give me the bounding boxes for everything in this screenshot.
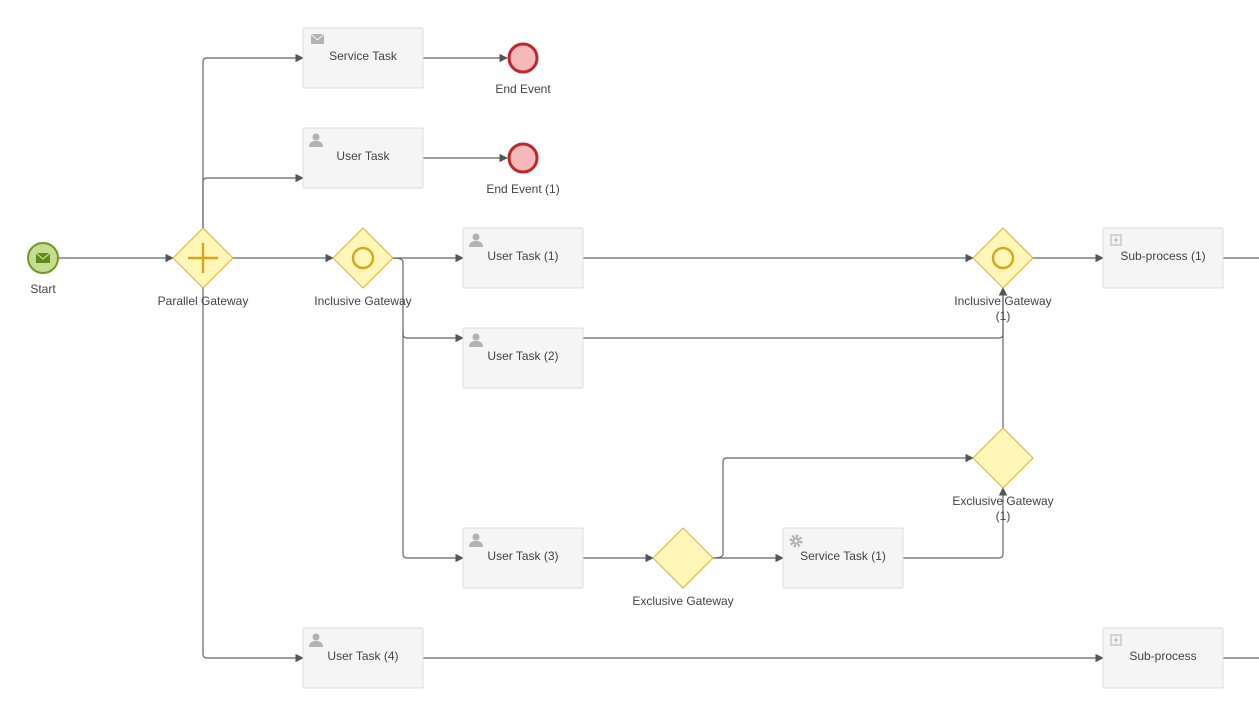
end-event-1-label: End Event (1): [486, 182, 559, 196]
inclusive-gateway-1-label: Inclusive Gateway: [954, 294, 1051, 308]
user-icon: [469, 533, 483, 547]
inclusive-gateway-1-label-suffix: (1): [996, 309, 1011, 323]
exclusive-gateway-1-label-suffix: (1): [996, 509, 1011, 523]
service-task[interactable]: Service Task: [302, 27, 424, 89]
user-task-4[interactable]: User Task (4): [302, 627, 424, 689]
plus-icon: [188, 243, 218, 273]
flow-exclusive-to-exclusive-1[interactable]: [712, 453, 974, 559]
service-task-1[interactable]: Service Task (1): [782, 527, 904, 589]
user-task-2[interactable]: User Task (2): [462, 327, 584, 389]
user-task-label: User Task: [336, 149, 390, 163]
sequence-flows: [58, 53, 1259, 663]
envelope-icon: [35, 252, 51, 263]
circle-icon: [351, 246, 375, 270]
sub-process[interactable]: Sub-process: [1102, 627, 1224, 689]
plus-box-icon: [1110, 634, 1122, 646]
user-icon: [309, 633, 323, 647]
user-task[interactable]: User Task: [302, 127, 424, 189]
flow-parallel-to-service-task[interactable]: [202, 53, 304, 228]
exclusive-gateway-1[interactable]: Exclusive Gateway (1): [952, 427, 1054, 523]
user-task-2-label: User Task (2): [487, 349, 558, 363]
flow-parallel-to-user-task[interactable]: [202, 173, 304, 228]
envelope-icon: [310, 33, 325, 44]
user-icon: [469, 333, 483, 347]
gear-icon: [789, 534, 803, 548]
end-event-label: End Event: [495, 82, 551, 96]
exclusive-gateway-label: Exclusive Gateway: [632, 594, 733, 608]
flow-service-task-1-to-exclusive-1[interactable]: [903, 487, 1008, 559]
circle-icon: [991, 246, 1015, 270]
sub-process-label: Sub-process: [1129, 649, 1196, 663]
service-task-label: Service Task: [329, 49, 398, 63]
inclusive-gateway-1[interactable]: Inclusive Gateway (1): [954, 227, 1052, 323]
start-event[interactable]: Start: [27, 242, 59, 296]
exclusive-gateway[interactable]: Exclusive Gateway: [632, 527, 734, 608]
sub-process-1-label: Sub-process (1): [1120, 249, 1205, 263]
user-task-1[interactable]: User Task (1): [462, 227, 584, 289]
plus-box-icon: [1110, 234, 1122, 246]
parallel-gateway[interactable]: Parallel Gateway: [158, 227, 249, 308]
inclusive-gateway-label: Inclusive Gateway: [314, 294, 411, 308]
user-icon: [309, 133, 323, 147]
user-icon: [469, 233, 483, 247]
service-task-1-label: Service Task (1): [800, 549, 886, 563]
start-event-label: Start: [30, 282, 56, 296]
end-event-1[interactable]: End Event (1): [486, 142, 560, 196]
exclusive-gateway-1-label: Exclusive Gateway: [952, 494, 1053, 508]
user-task-1-label: User Task (1): [487, 249, 558, 263]
flow-user-task-2-to-inclusive-1[interactable]: [583, 287, 1008, 339]
flow-parallel-to-user-task-4[interactable]: [202, 288, 304, 663]
end-event[interactable]: End Event: [495, 42, 551, 96]
inclusive-gateway[interactable]: Inclusive Gateway: [314, 227, 412, 308]
user-task-4-label: User Task (4): [327, 649, 398, 663]
user-task-3[interactable]: User Task (3): [462, 527, 584, 589]
user-task-3-label: User Task (3): [487, 549, 558, 563]
sub-process-1[interactable]: Sub-process (1): [1102, 227, 1224, 289]
parallel-gateway-label: Parallel Gateway: [158, 294, 249, 308]
flow-inclusive-to-user-task-3[interactable]: [402, 330, 464, 563]
